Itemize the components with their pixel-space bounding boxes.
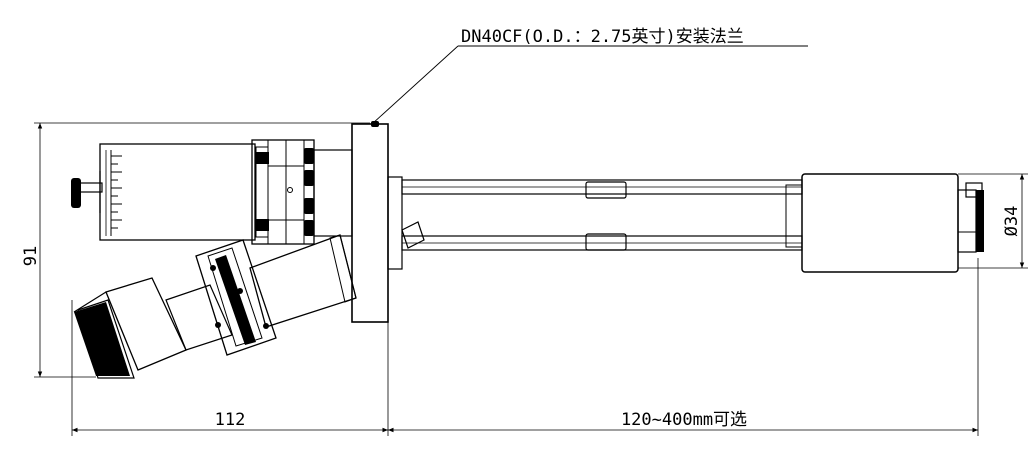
dimension-flange-offset [71,300,389,436]
micrometer-scale [105,150,122,236]
end-housing [801,173,984,273]
dimension-height-label: 91 [21,246,41,266]
flange-callout-label: DN40CF(O.D.：2.75英寸)安装法兰 [461,27,744,47]
adjustment-knob [71,171,103,213]
dimension-height [34,122,370,378]
mounting-flange [351,121,425,323]
shaft-rails [401,179,803,251]
dimension-diameter [958,173,1028,269]
flange-leader [371,45,808,125]
dimension-length-range [388,258,979,436]
dimension-diameter-label: Ø34 [1002,206,1022,237]
micrometer-assembly [71,139,353,245]
dimension-length-range-label: 120~400mm可选 [621,410,747,430]
dimension-flange-offset-label: 112 [215,410,246,430]
angled-arm [73,234,357,379]
